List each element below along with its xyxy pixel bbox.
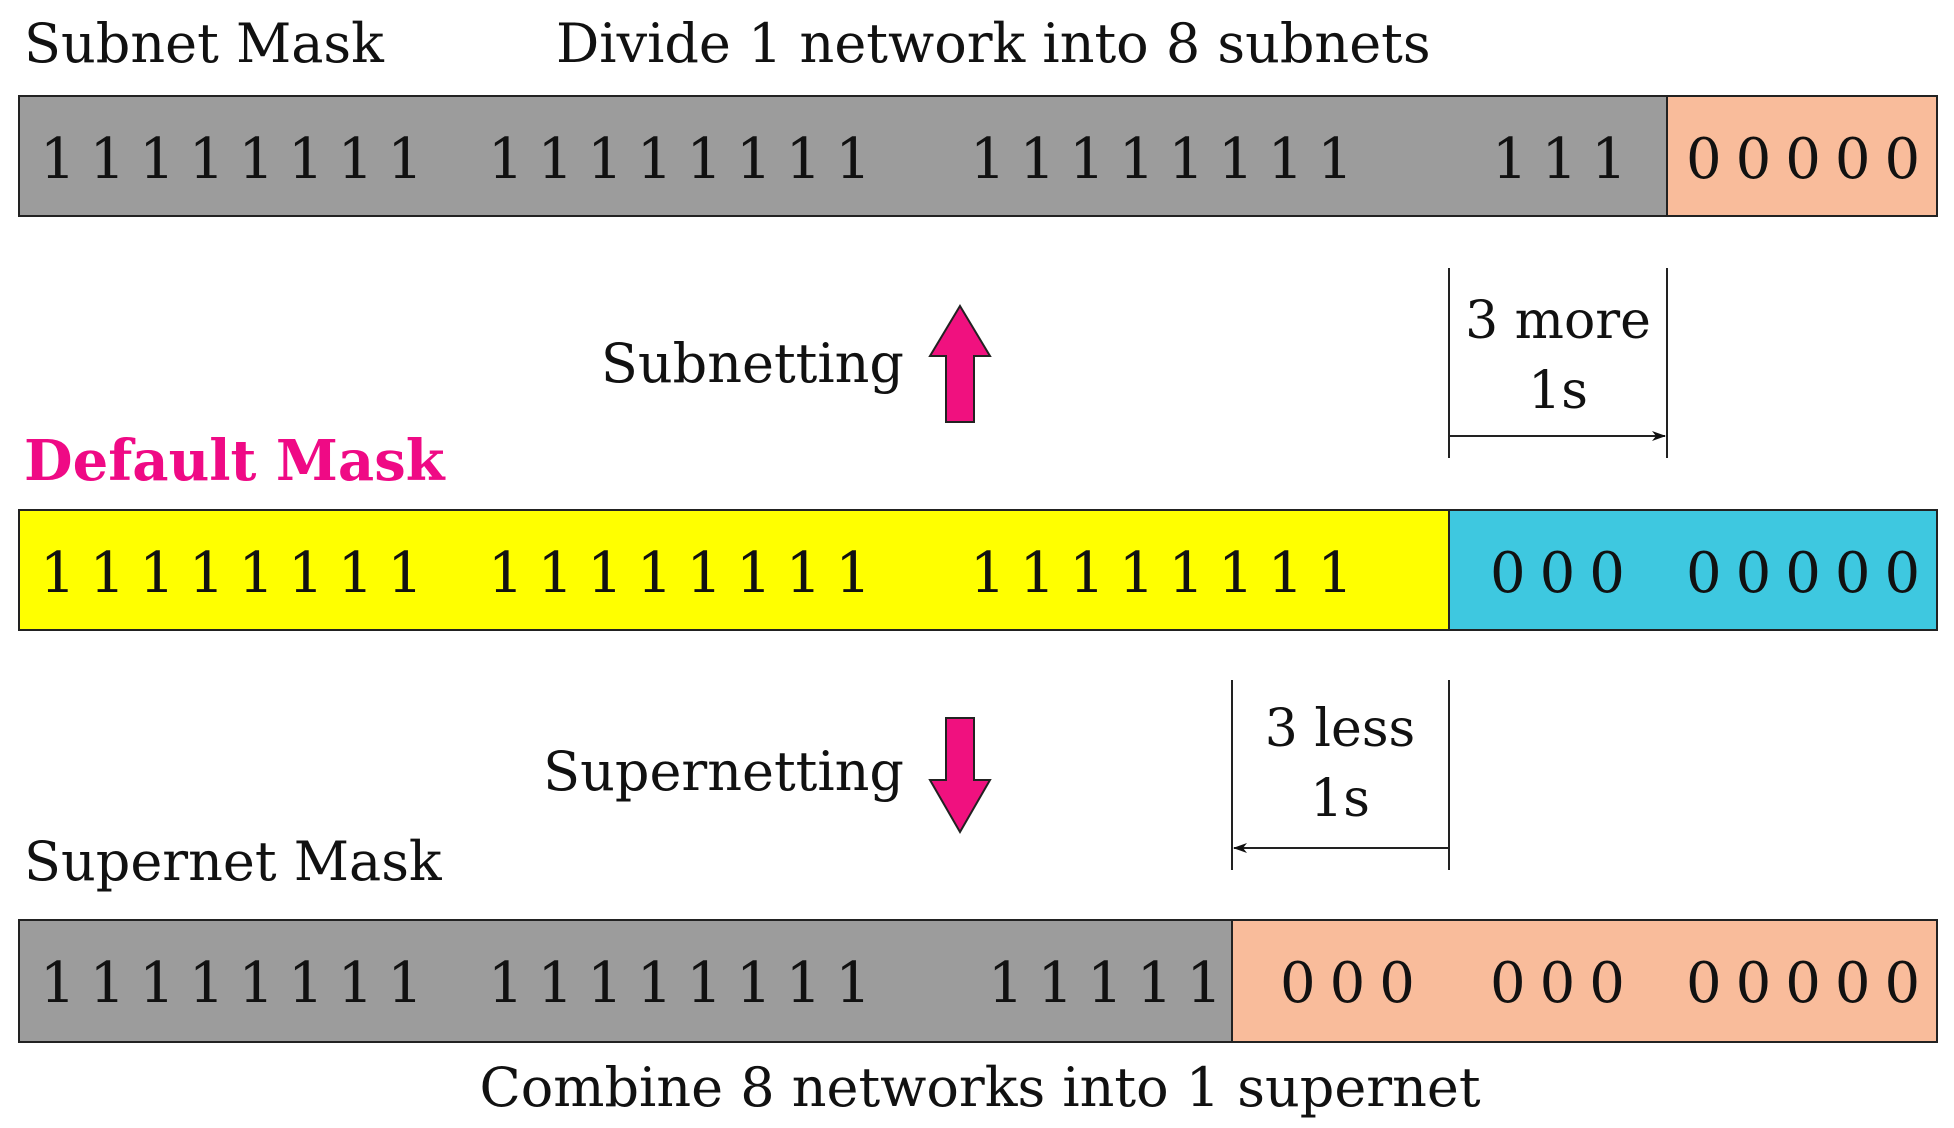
- default-octet-3: 11111111: [970, 541, 1367, 606]
- default-network-portion: [18, 509, 1450, 631]
- supernet-host-zeros-a: 000: [1280, 951, 1429, 1016]
- default-host-zeros-b: 00000: [1686, 541, 1934, 606]
- default-host-portion: [1448, 509, 1938, 631]
- up-arrow-icon: [928, 304, 992, 423]
- supernet-mask-bar: 11111111 11111111 11111 000 000 00000: [18, 919, 1938, 1043]
- supernet-host-portion: [1231, 919, 1938, 1043]
- subnet-network-portion: [18, 95, 1668, 217]
- supernet-octet-3: 11111: [988, 951, 1236, 1016]
- subnet-octet-1: 11111111: [40, 127, 437, 192]
- supernet-mask-title: Supernet Mask: [24, 830, 443, 893]
- three-more-ones-dimension: 3 more 1s: [1448, 268, 1668, 458]
- default-mask-title: Default Mask: [24, 428, 446, 494]
- supernet-host-zeros-c: 00000: [1686, 951, 1934, 1016]
- three-less-label-line1: 3 less: [1265, 699, 1415, 759]
- supernet-caption: Combine 8 networks into 1 supernet: [479, 1056, 1480, 1119]
- three-more-label-line1: 3 more: [1465, 291, 1651, 351]
- down-arrow-icon: [928, 717, 992, 835]
- three-less-label-line2: 1s: [1310, 769, 1370, 829]
- subnet-caption: Divide 1 network into 8 subnets: [556, 12, 1431, 75]
- subnet-octet-2: 11111111: [488, 127, 885, 192]
- three-less-ones-dimension: 3 less 1s: [1231, 680, 1450, 870]
- supernetting-label: Supernetting: [543, 740, 904, 803]
- default-octet-2: 11111111: [488, 541, 885, 606]
- subnet-octet-3: 11111111: [970, 127, 1367, 192]
- subnet-extra-ones: 111: [1492, 127, 1641, 192]
- subnet-mask-bar: 11111111 11111111 11111111 111 00000: [18, 95, 1938, 217]
- subnet-host-portion: [1666, 95, 1938, 217]
- supernet-octet-1: 11111111: [40, 951, 437, 1016]
- default-host-zeros-a: 000: [1490, 541, 1639, 606]
- supernet-network-portion: [18, 919, 1233, 1043]
- default-mask-bar: 11111111 11111111 11111111 000 00000: [18, 509, 1938, 631]
- three-more-label-line2: 1s: [1528, 361, 1588, 421]
- supernet-octet-2: 11111111: [488, 951, 885, 1016]
- default-octet-1: 11111111: [40, 541, 437, 606]
- supernet-host-zeros-b: 000: [1490, 951, 1639, 1016]
- subnet-mask-title: Subnet Mask: [24, 12, 385, 75]
- subnetting-label: Subnetting: [601, 332, 904, 395]
- subnet-host-zeros: 00000: [1686, 127, 1934, 192]
